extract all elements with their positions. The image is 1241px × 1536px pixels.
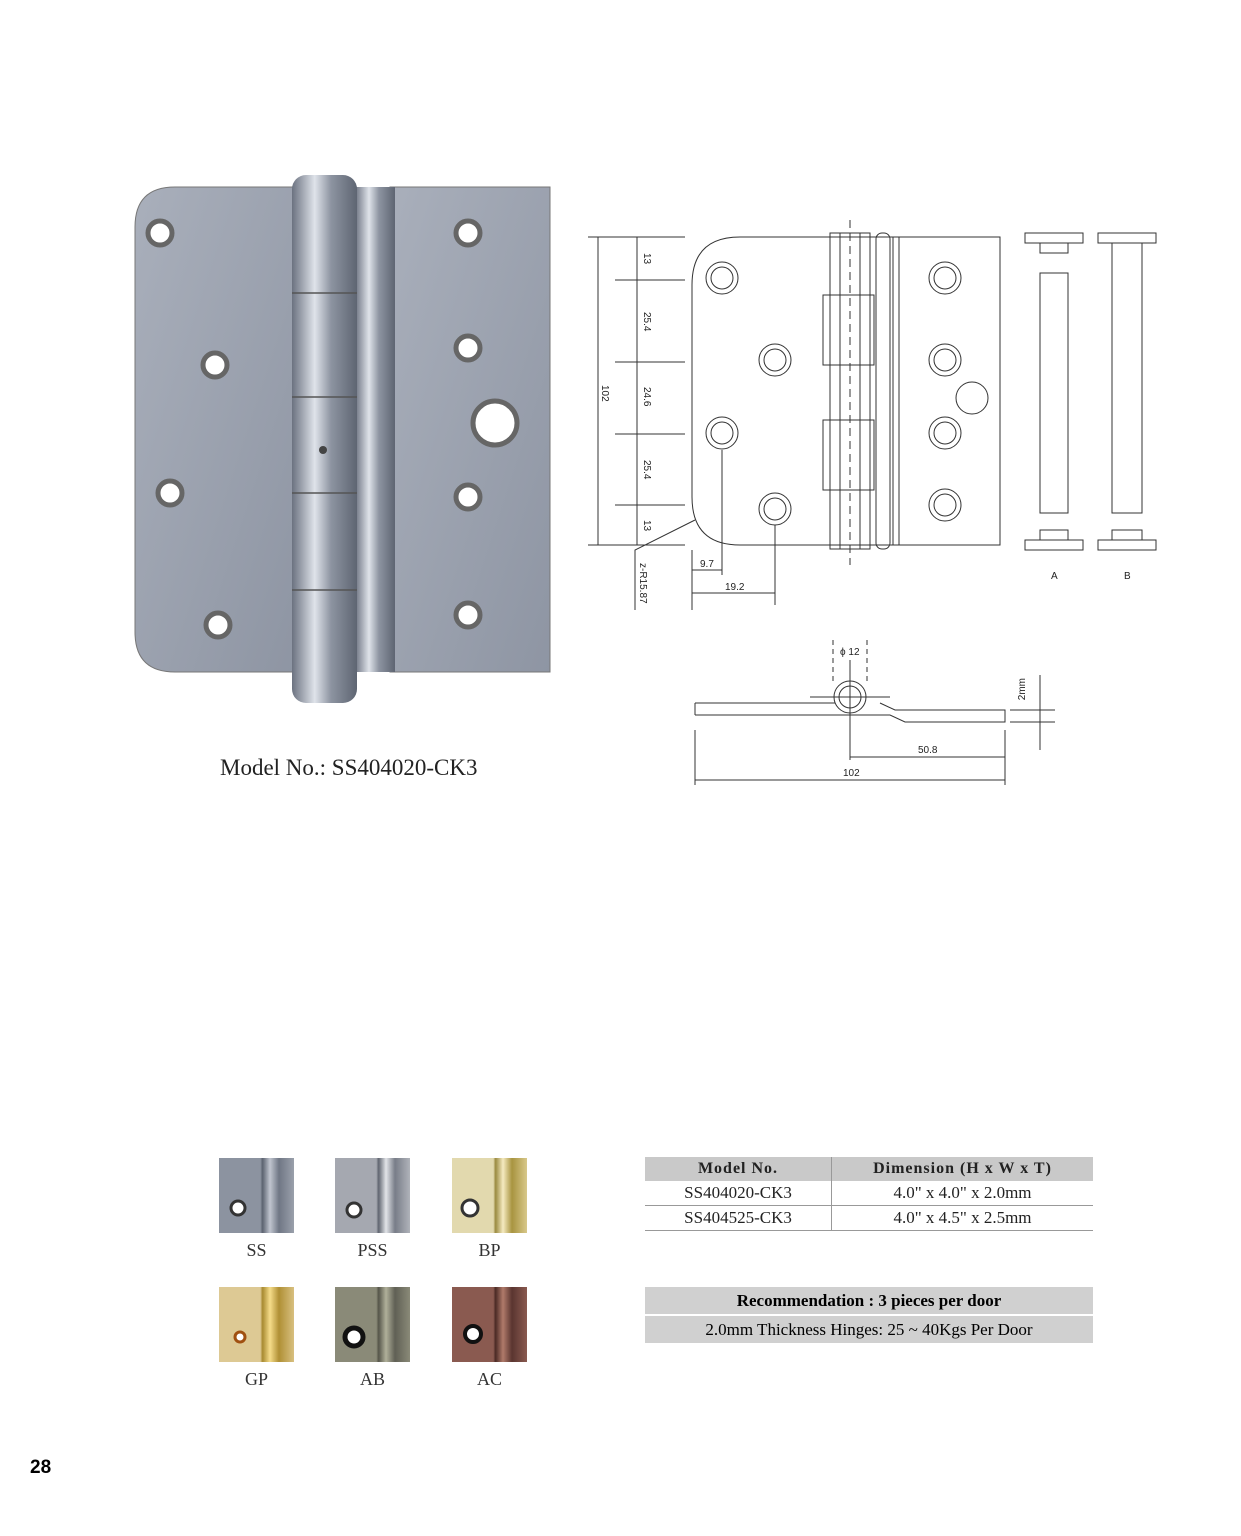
dim-13-bottom: 13 — [641, 520, 652, 532]
cell-model: SS404525-CK3 — [645, 1205, 832, 1231]
finish-label-bp: BP — [478, 1240, 501, 1260]
dim-102-width: 102 — [843, 768, 860, 779]
finish-swatch-ac — [452, 1287, 527, 1362]
dim-9-7: 9.7 — [700, 559, 714, 570]
header-model: Model No. — [645, 1157, 832, 1181]
finish-label-ac: AC — [476, 1369, 502, 1389]
dim-radius: z-R15.87 — [637, 563, 648, 604]
section-b-label: B — [1124, 571, 1131, 582]
left-leaf — [134, 186, 296, 673]
dim-19-2: 19.2 — [725, 582, 745, 593]
right-leaf — [389, 186, 551, 673]
dim-24-6: 24.6 — [641, 387, 652, 407]
model-number-label: Model No.: SS404020-CK3 — [220, 755, 478, 780]
page-number: 28 — [30, 1457, 52, 1478]
cell-model: SS404020-CK3 — [645, 1181, 832, 1206]
finish-swatch-ss — [219, 1158, 294, 1233]
dim-25-4-bottom: 25.4 — [641, 460, 652, 480]
header-dimension: Dimension (H x W x T) — [831, 1157, 1093, 1181]
finish-label-gp: GP — [244, 1369, 268, 1389]
recommendation-title: Recommendation : 3 pieces per door — [645, 1287, 1093, 1316]
finish-swatch-pss — [335, 1158, 410, 1233]
section-a-label: A — [1051, 571, 1058, 582]
finish-swatch-ab — [335, 1287, 410, 1362]
dim-phi-12: ϕ 12 — [840, 647, 860, 658]
cell-dimension: 4.0" x 4.5" x 2.5mm — [831, 1205, 1093, 1231]
dim-102-height: 102 — [599, 385, 610, 402]
spec-table: Model No.Dimension (H x W x T) SS404020-… — [645, 1157, 1093, 1231]
cell-dimension: 4.0" x 4.0" x 2.0mm — [831, 1181, 1093, 1206]
hinge-photo — [134, 175, 551, 703]
dim-50-8: 50.8 — [918, 745, 938, 756]
dim-2mm: 2mm — [1017, 678, 1028, 700]
side-view-drawing: ϕ 12 2mm 50.8 102 — [694, 640, 1055, 785]
finish-label-pss: PSS — [357, 1240, 388, 1260]
recommendation-detail: 2.0mm Thickness Hinges: 25 ~ 40Kgs Per D… — [645, 1316, 1093, 1345]
recommendation-box: Recommendation : 3 pieces per door 2.0mm… — [645, 1287, 1093, 1345]
dim-13-top: 13 — [641, 253, 652, 265]
finish-label-ab: AB — [359, 1369, 385, 1389]
dim-25-4-top: 25.4 — [641, 312, 652, 332]
technical-drawing: 13 25.4 24.6 25.4 13 102 z-R15.87 9.7 19… — [588, 220, 1157, 610]
finish-swatch-gp — [219, 1287, 294, 1362]
finish-swatch-bp — [452, 1158, 527, 1233]
hinge-barrel — [292, 175, 357, 703]
finish-label-ss: SS — [246, 1240, 267, 1260]
